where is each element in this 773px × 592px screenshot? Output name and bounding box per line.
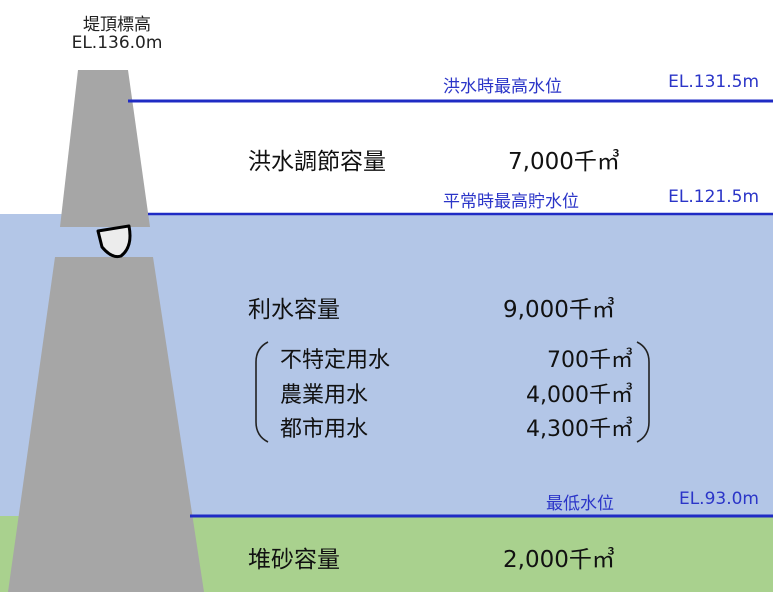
normal-max-label: 平常時最高貯水位 (443, 192, 579, 212)
min-level-elevation: EL.93.0m (678, 489, 759, 509)
crest-title: 堤頂標高 (83, 15, 151, 35)
dam-upper-section (60, 70, 150, 227)
min-level-label: 最低水位 (546, 494, 614, 514)
water-use-volume: 9,000千㎥ (503, 297, 615, 323)
breakdown-volume-1: 4,000千㎥ (526, 383, 633, 408)
sediment-volume: 2,000千㎥ (503, 547, 615, 573)
normal-max-elevation: EL.121.5m (668, 187, 759, 207)
breakdown-volume-0: 700千㎥ (547, 348, 633, 373)
breakdown-volume-2: 4,300千㎥ (526, 417, 633, 442)
right-bracket (636, 341, 650, 443)
flood-max-elevation: EL.131.5m (668, 72, 759, 92)
spillway-gate-icon (96, 224, 132, 259)
crest-elevation: EL.136.0m (71, 33, 163, 53)
flood-control-volume: 7,000千㎥ (508, 149, 620, 175)
breakdown-name-0: 不特定用水 (280, 348, 391, 373)
water-use-name: 利水容量 (248, 297, 340, 323)
flood-control-name: 洪水調節容量 (248, 149, 386, 175)
dam-lower-section (8, 257, 204, 592)
breakdown-name-2: 都市用水 (280, 417, 369, 442)
left-bracket (255, 341, 269, 443)
breakdown-name-1: 農業用水 (280, 383, 369, 408)
sediment-name: 堆砂容量 (248, 547, 340, 573)
flood-max-label: 洪水時最高水位 (443, 77, 562, 97)
